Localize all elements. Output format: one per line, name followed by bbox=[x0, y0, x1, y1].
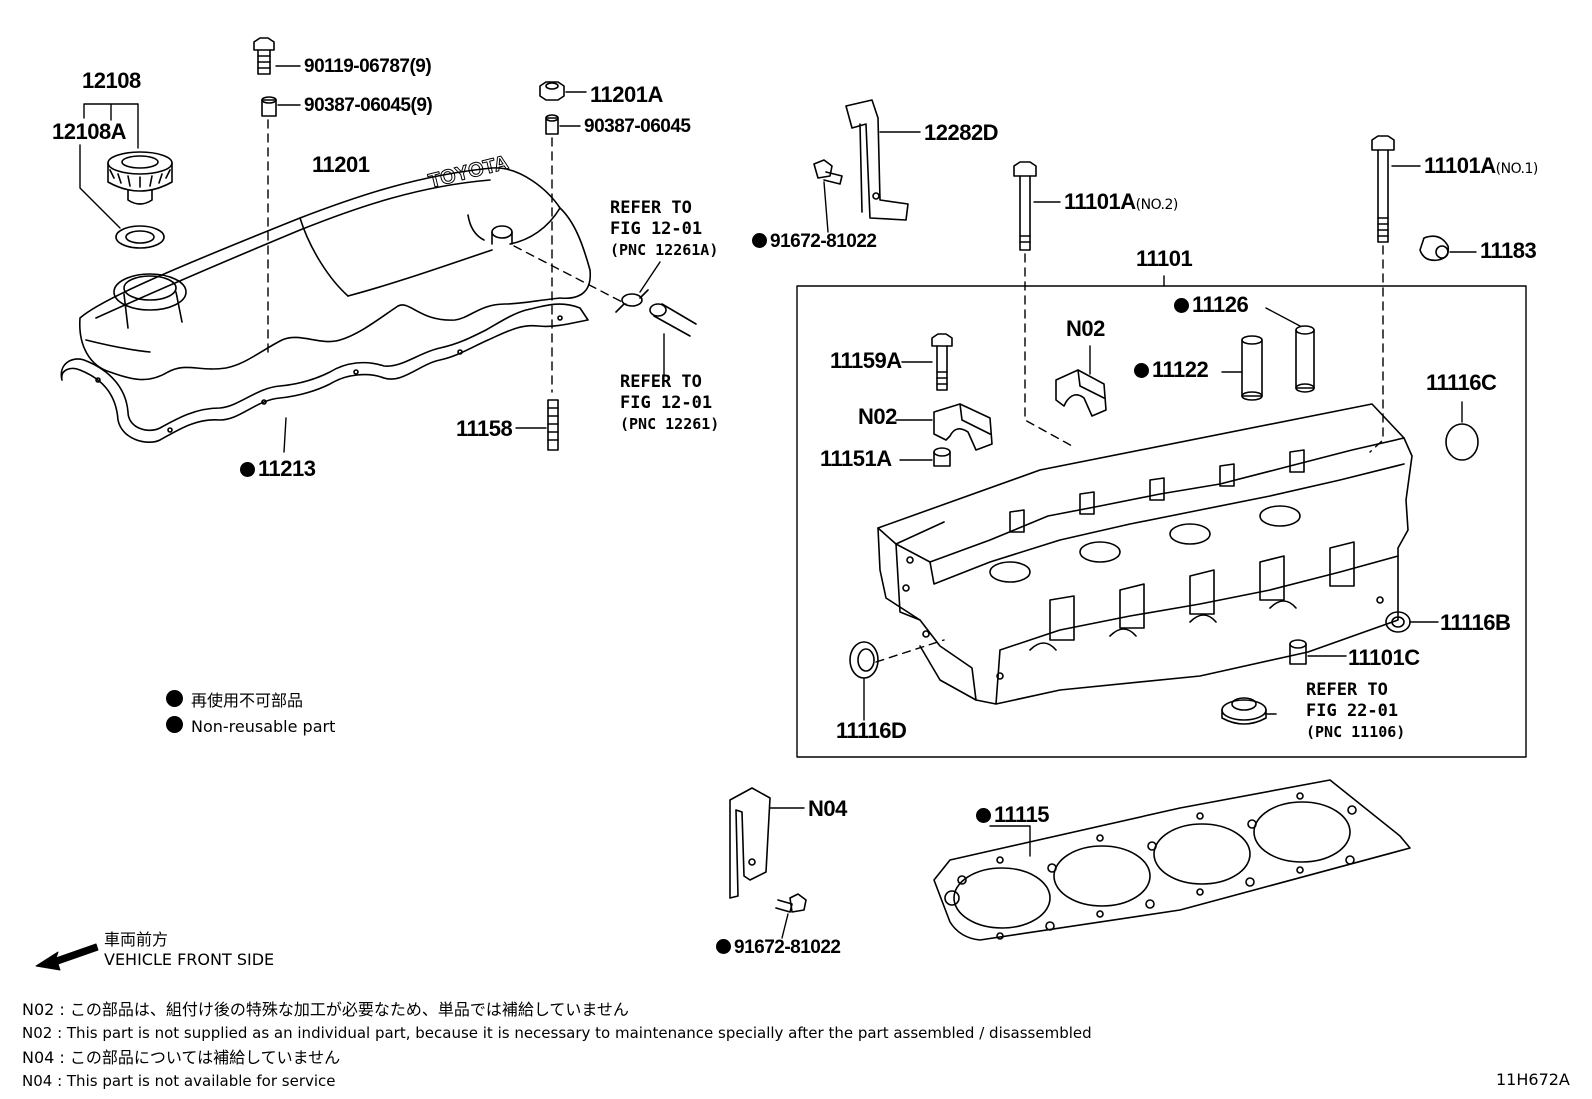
refer-to-11106[interactable]: REFER TO FIG 22-01 (PNC 11106) bbox=[1306, 680, 1406, 741]
cover-nut-drawing bbox=[539, 81, 565, 135]
label-90387-06045: 90387-06045 bbox=[584, 116, 691, 137]
cylinder-head-drawing bbox=[877, 403, 1413, 705]
label-11101a-no1: 11101A(NO.1) bbox=[1424, 153, 1538, 178]
oil-filler-cap-drawing bbox=[107, 151, 173, 205]
cam-bearing-cap-bolt-drawing bbox=[931, 333, 953, 391]
non-reusable-dot-icon bbox=[976, 808, 991, 823]
label-11159a: 11159A bbox=[830, 348, 902, 373]
oil-filler-gasket-drawing bbox=[115, 225, 165, 249]
valve-guide-bushing-drawing bbox=[1295, 325, 1315, 393]
label-11116b: 11116B bbox=[1440, 610, 1511, 635]
label-11183: 11183 bbox=[1480, 238, 1537, 263]
label-12282d: 12282D bbox=[924, 120, 999, 145]
footnote-n02-en: N02 : This part is not supplied as an in… bbox=[22, 1024, 1092, 1042]
pcv-hose-drawing bbox=[649, 303, 697, 337]
label-91672-81022-top: 91672-81022 bbox=[752, 232, 877, 251]
label-11201a: 11201A bbox=[590, 82, 663, 107]
label-11101a-no2: 11101A(NO.2) bbox=[1064, 189, 1178, 214]
non-reusable-dot-icon bbox=[1174, 298, 1189, 313]
label-11126: 11126 bbox=[1174, 294, 1249, 316]
label-11201: 11201 bbox=[312, 152, 370, 177]
footnote-n04-jp: N04 : この部品については補給していません bbox=[22, 1048, 341, 1067]
engine-hanger-n04-drawing bbox=[729, 787, 771, 899]
plug-11183-drawing bbox=[1419, 235, 1450, 262]
head-cover-gasket-drawing bbox=[60, 303, 589, 444]
head-bolt-no1-drawing bbox=[1371, 135, 1395, 243]
label-11116c: 11116C bbox=[1426, 370, 1497, 395]
non-reusable-dot-icon bbox=[240, 462, 255, 477]
refer-to-12261[interactable]: REFER TO FIG 12-01 (PNC 12261) bbox=[620, 372, 720, 433]
label-91672-81022-bottom: 91672-81022 bbox=[716, 938, 841, 957]
label-n04: N04 bbox=[808, 796, 847, 821]
non-reusable-dot-icon bbox=[1134, 363, 1149, 378]
engine-hanger-drawing bbox=[845, 99, 909, 221]
diagram-code: 11H672A bbox=[1496, 1070, 1570, 1089]
non-reusable-dot-icon bbox=[716, 939, 731, 954]
pcv-clip-drawing bbox=[615, 289, 649, 313]
bushing-11101c-drawing bbox=[1289, 639, 1307, 665]
toyota-logo-mark: TOYOTA bbox=[426, 152, 510, 193]
label-n02-upper: N02 bbox=[1066, 316, 1105, 341]
direction-en: VEHICLE FRONT SIDE bbox=[104, 950, 275, 969]
footnote-n04-en: N04 : This part is not available for ser… bbox=[22, 1072, 336, 1090]
dowel-pin-drawing bbox=[933, 447, 951, 467]
label-90387-06045-9: 90387-06045(9) bbox=[304, 95, 433, 116]
cylinder-head-subassembly-box bbox=[796, 285, 1527, 758]
label-11116d: 11116D bbox=[836, 718, 907, 743]
label-11158: 11158 bbox=[456, 416, 513, 441]
label-12108a: 12108A bbox=[52, 119, 127, 144]
label-11101c: 11101C bbox=[1348, 645, 1420, 670]
bearing-cap-n02-upper-drawing bbox=[1055, 369, 1107, 417]
footnote-n02-jp: N02 : この部品は、組付け後の特殊な加工が必要なため、単品では補給していませ… bbox=[22, 1000, 629, 1019]
label-n02-lower: N02 bbox=[858, 404, 897, 429]
label-11122: 11122 bbox=[1134, 359, 1209, 381]
label-11151a: 11151A bbox=[820, 446, 892, 471]
label-11213: 11213 bbox=[240, 458, 316, 480]
hanger-bolt-lower-drawing bbox=[775, 893, 807, 913]
plug-11116c-drawing bbox=[1445, 423, 1479, 461]
vehicle-front-arrow-icon bbox=[35, 943, 99, 971]
cylinder-head-cover-drawing bbox=[79, 167, 591, 381]
legend-en: Non-reusable part bbox=[166, 716, 335, 735]
cover-bolt-drawing bbox=[253, 37, 277, 117]
legend-jp: 再使用不可部品 bbox=[166, 690, 303, 709]
label-11115: 11115 bbox=[976, 804, 1050, 826]
label-11101: 11101 bbox=[1136, 246, 1193, 271]
refer-to-12261a[interactable]: REFER TO FIG 12-01 (PNC 12261A) bbox=[610, 198, 719, 259]
valve-guide-drawing bbox=[1241, 335, 1263, 401]
direction-jp: 車両前方 bbox=[104, 930, 169, 949]
head-bolt-no2-drawing bbox=[1013, 161, 1037, 251]
cylinder-head-gasket-drawing bbox=[933, 779, 1411, 941]
seal-11116d-drawing bbox=[849, 641, 879, 679]
non-reusable-dot-icon bbox=[166, 716, 183, 733]
non-reusable-dot-icon bbox=[752, 233, 767, 248]
bearing-cap-n02-lower-drawing bbox=[933, 403, 993, 451]
non-reusable-dot-icon bbox=[166, 690, 183, 707]
nozzle-seat-drawing bbox=[1221, 697, 1277, 725]
hanger-bolt-drawing bbox=[813, 159, 843, 185]
label-90119-06787: 90119-06787(9) bbox=[304, 56, 432, 77]
stud-drawing bbox=[547, 399, 559, 451]
label-12108: 12108 bbox=[82, 68, 141, 93]
